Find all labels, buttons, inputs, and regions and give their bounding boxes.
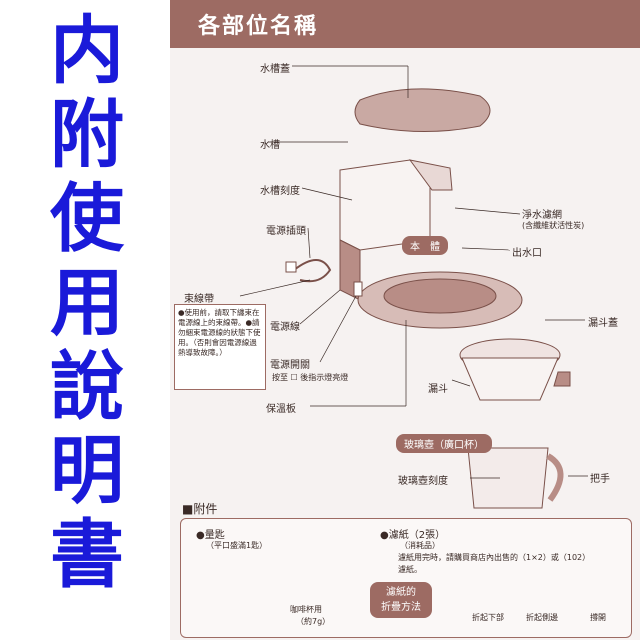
label-water-tank-lid: 水槽蓋	[260, 64, 290, 75]
label-pot-scale: 玻璃壺刻度	[398, 476, 448, 487]
fold-step-3: 撐開	[590, 613, 606, 622]
label-filter-net-note: (含纖維狀活性炭)	[522, 221, 585, 230]
manual-page: 各部位名稱	[170, 0, 640, 640]
title-overlay: 内 附 使 用 說 明 書	[0, 0, 170, 640]
label-handle: 把手	[590, 474, 610, 485]
label-power-plug: 電源插頭	[266, 226, 306, 237]
funnel-shape	[461, 357, 559, 401]
fold-label1: 濾紙的	[386, 587, 416, 598]
switch-note-text: 按至	[272, 373, 288, 382]
spoon-title: ●量匙	[196, 530, 225, 541]
overlay-char: 附	[50, 92, 124, 178]
warming-plate-inner-shape	[383, 278, 497, 314]
fold-step-1: 折起下部	[472, 613, 504, 622]
label-cord-band: 束線帶	[184, 294, 214, 305]
spoon-sub: （平口盛滿1匙）	[206, 541, 268, 550]
glass-pot-shape	[467, 447, 549, 509]
label-water-tank: 水槽	[260, 140, 280, 151]
cord-note: ●使用前，請取下纏束在電源線上的束線帶。●請勿綑束電源線的狀態下使用。（否則會因…	[174, 304, 266, 390]
switch-note: 按至 ☐ 後指示燈亮燈	[272, 372, 348, 383]
label-filter-net: 淨水濾網	[522, 210, 562, 221]
filter-desc2: 濾紙。	[398, 565, 422, 574]
accessories-box	[180, 518, 632, 638]
header-bar: 各部位名稱	[170, 0, 640, 48]
leader-lines	[239, 65, 588, 479]
filter-sub: （消耗品）	[400, 541, 440, 550]
cup-icon: ☐	[290, 373, 298, 382]
label-warming-plate: 保溫板	[266, 404, 296, 415]
filter-title: ●濾紙（2張）	[380, 530, 446, 541]
water-tank-lid-shape	[354, 88, 491, 132]
pot-handle-shape	[546, 453, 564, 502]
spout-shape	[408, 159, 453, 191]
spoon-amount: （約7g）	[296, 617, 331, 626]
label-water-scale: 水槽刻度	[260, 186, 300, 197]
spoon-name: 咖啡杯用	[290, 605, 322, 614]
overlay-char: 明	[50, 428, 124, 514]
label-power-cord: 電源線	[270, 322, 300, 333]
funnel-handle-shape	[553, 371, 571, 387]
overlay-char: 内	[50, 8, 124, 94]
fold-label2: 折疊方法	[381, 602, 421, 613]
overlay-char: 說	[50, 344, 124, 430]
label-outlet: 出水口	[512, 248, 542, 259]
body-tag: 本 體	[402, 236, 448, 255]
page-title: 各部位名稱	[198, 14, 319, 39]
accessories-heading: ■附件	[182, 502, 218, 516]
switch-note-text2: 後指示燈亮燈	[300, 373, 349, 382]
power-cord-shape	[293, 259, 332, 283]
filter-desc1: 濾紙用完時，請購買商店內出售的（1×2）或（102）	[398, 553, 591, 562]
power-switch-shape	[353, 281, 363, 297]
label-funnel: 漏斗	[428, 384, 448, 395]
power-plug-shape	[285, 261, 297, 273]
overlay-char: 用	[50, 260, 124, 346]
overlay-char: 使	[50, 176, 124, 262]
glass-pot-tag: 玻璃壺（廣口杯）	[396, 434, 492, 453]
fold-method-tag: 濾紙的 折疊方法	[370, 582, 432, 618]
label-power-switch: 電源開關	[270, 360, 310, 371]
overlay-char: 書	[50, 512, 124, 598]
label-funnel-lid: 漏斗蓋	[588, 318, 618, 329]
fold-step-2: 折起側邊	[526, 613, 558, 622]
